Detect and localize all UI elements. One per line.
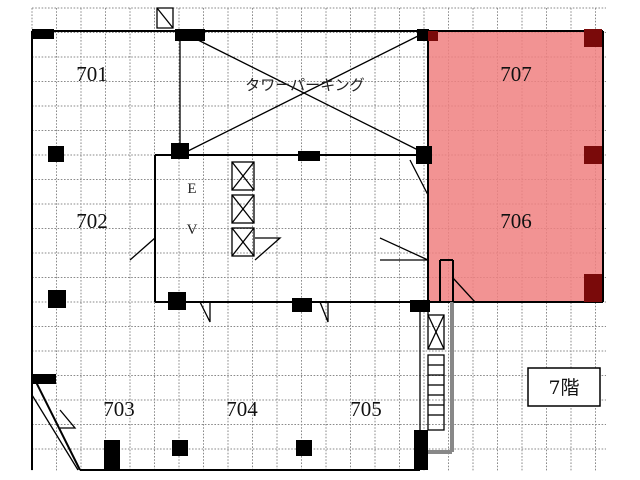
column [416,146,432,164]
column [417,29,429,41]
tower-parking-label: タワーパーキング [245,76,364,94]
column [296,440,312,456]
column [48,146,64,162]
door-swings [59,7,477,429]
column [428,31,438,41]
column [584,146,602,164]
column [414,430,428,470]
room-label-703: 703 [103,397,135,421]
room-label-707: 707 [500,62,532,86]
column [48,290,66,308]
column [32,374,56,384]
stairs [427,314,445,431]
column [171,143,189,159]
room-label-702: 702 [76,209,108,233]
column [175,29,205,41]
column [584,274,602,302]
outer-walls [31,30,604,471]
room-labels: 701 702 703 704 705 706 707 [76,62,532,421]
columns [32,29,602,470]
floor-label: 7階 [548,377,579,399]
highlight-area-706-707 [428,30,603,302]
column [410,300,430,312]
column [104,440,120,470]
column [168,292,186,310]
elevator-shafts [231,161,255,257]
column [584,29,602,47]
room-label-704: 704 [226,397,258,421]
column [32,29,54,39]
column [292,298,312,312]
elevator-label-e: E [187,181,196,197]
elevator-label-v: V [187,222,198,238]
column [298,151,320,161]
floor-label-box: 7階 [527,367,601,407]
room-label-705: 705 [350,397,382,421]
room-label-706: 706 [500,209,532,233]
column [172,440,188,456]
room-label-701: 701 [76,62,108,86]
